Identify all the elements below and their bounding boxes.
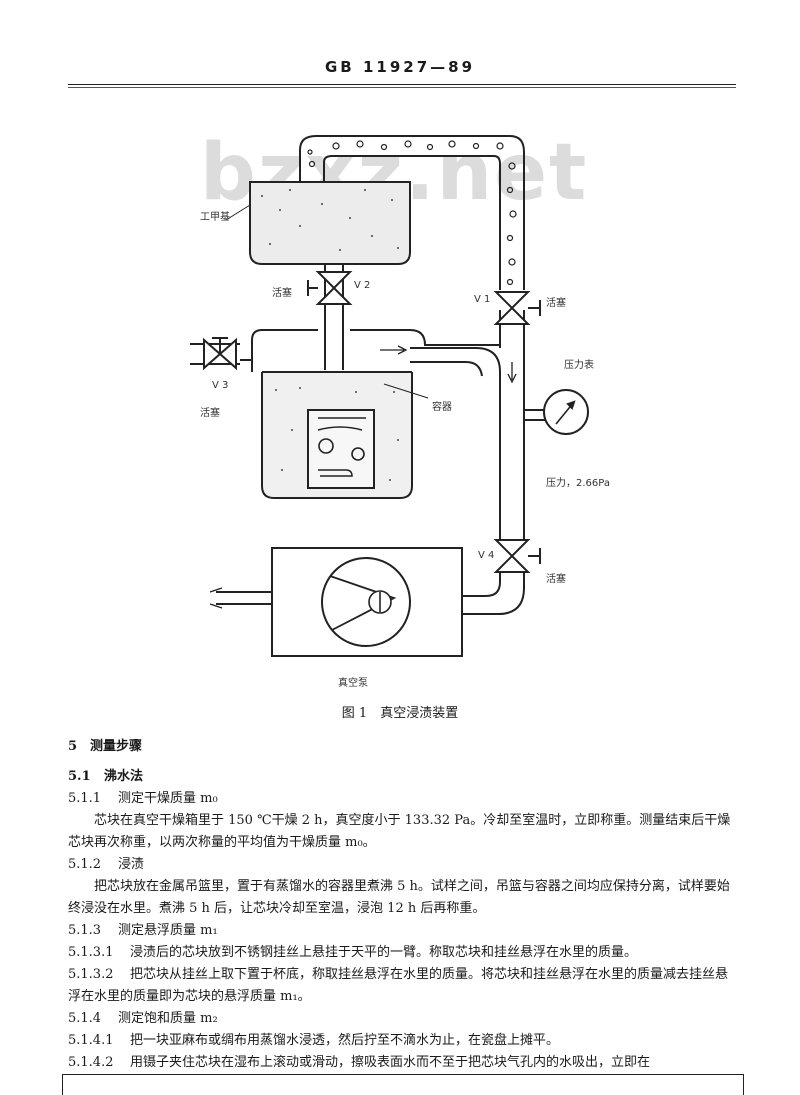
page-bottom-frame [62,1074,744,1095]
section-text: 把芯块从挂丝上取下置于杯底，称取挂丝悬浮在水里的质量。将芯块和挂丝悬浮在水里的质… [68,967,729,1004]
paragraph-5-1-2: 把芯块放在金属吊篮里，置于有蒸馏水的容器里煮沸 5 h。试样之间，吊篮与容器之间… [68,879,730,916]
section-title: 测定干燥质量 m₀ [118,791,218,806]
section-text: 浸渍后的芯块放到不锈钢挂丝上悬挂于天平的一臂。称取芯块和挂丝悬浮在水里的质量。 [130,945,638,960]
section-number: 5.1.3 [68,923,102,938]
valve-v4 [493,539,531,573]
paragraph-5-1-1: 芯块在真空干燥箱里于 150 ℃干燥 2 h，真空度小于 133.32 Pa。冷… [68,813,731,850]
label-v4-clamp: 活塞 [546,574,566,585]
section-5-1: 5.1 沸水法 [68,766,740,788]
section-5-1-2: 5.1.2 浸渍 [68,854,740,876]
section-number: 5.1.4.2 [68,1055,114,1070]
section-text: 把一块亚麻布或绸布用蒸馏水浸透，然后拧至不滴水为止，在瓷盘上摊平。 [130,1033,560,1048]
label-v3-clamp: 活塞 [200,408,220,419]
section-number: 5.1 [68,769,91,784]
section-5-1-4-2: 5.1.4.2 用镊子夹住芯块在湿布上滚动或滑动，擦吸表面水而不至于把芯块气孔内的… [68,1052,740,1074]
bubble-tube-inner [323,155,501,290]
bubbles [307,140,517,286]
section-5-1-4: 5.1.4 测定饱和质量 m₂ [68,1008,740,1030]
reservoir-tank [249,181,411,265]
label-v1-clamp: 活塞 [546,298,566,309]
section-number: 5.1.3.1 [68,945,114,960]
section-number: 5 [68,739,78,754]
label-v4: V 4 [478,550,495,561]
section-text: 用镊子夹住芯块在湿布上滚动或滑动，擦吸表面水而不至于把芯块气孔内的水吸出，立即在 [130,1055,651,1070]
section-title: 测量步骤 [90,739,143,754]
label-v3: V 3 [212,380,229,391]
section-number: 5.1.1 [68,791,102,806]
label-v1: V 1 [474,294,491,305]
header-rule [68,84,736,85]
section-title: 浸渍 [118,857,145,872]
section-title: 测定悬浮质量 m₁ [118,923,218,938]
vacuum-impregnation-figure [190,135,589,657]
liquid-stipple [261,189,399,481]
valve-v1 [493,291,531,325]
label-container: 容器 [432,402,452,413]
section-number: 5.1.4.1 [68,1033,114,1048]
section-number: 5.1.3.2 [68,967,114,982]
header-rule-thin [68,87,736,88]
chamber-lid [262,329,500,346]
section-number: 5.1.4 [68,1011,102,1026]
label-pump: 真空泵 [338,678,368,689]
section-number: 5.1.2 [68,857,102,872]
section-5: 5 测量步骤 [68,736,740,758]
label-gauge: 压力表 [564,360,594,371]
bubble-tube-outer [299,135,525,290]
section-5-1-1: 5.1.1 测定干燥质量 m₀ [68,788,740,810]
section-5-1-3: 5.1.3 测定悬浮质量 m₁ [68,920,740,942]
section-5-1-3-1: 5.1.3.1 浸渍后的芯块放到不锈钢挂丝上悬挂于天平的一臂。称取芯块和挂丝悬浮在… [68,942,740,964]
label-v2-clamp: 活塞 [272,288,292,299]
section-title: 沸水法 [104,769,144,784]
document-body: 5 测量步骤 5.1 沸水法 5.1.1 测定干燥质量 m₀ 芯块在真空干燥箱里于 1… [68,736,740,1074]
figure-caption: 图 1 真空浸渍装置 [341,706,459,721]
section-5-1-4-1: 5.1.4.1 把一块亚麻布或绸布用蒸馏水浸透，然后拧至不滴水为止，在瓷盘上摊平。 [68,1030,740,1052]
label-v2: V 2 [354,280,371,291]
valve-v2 [315,271,353,305]
label-reservoir: 工甲基 [200,212,230,223]
page-header: GB 11927—89 [324,58,476,76]
label-pressure: 压力，2.66Pa [546,478,610,489]
section-title: 测定饱和质量 m₂ [118,1011,218,1026]
